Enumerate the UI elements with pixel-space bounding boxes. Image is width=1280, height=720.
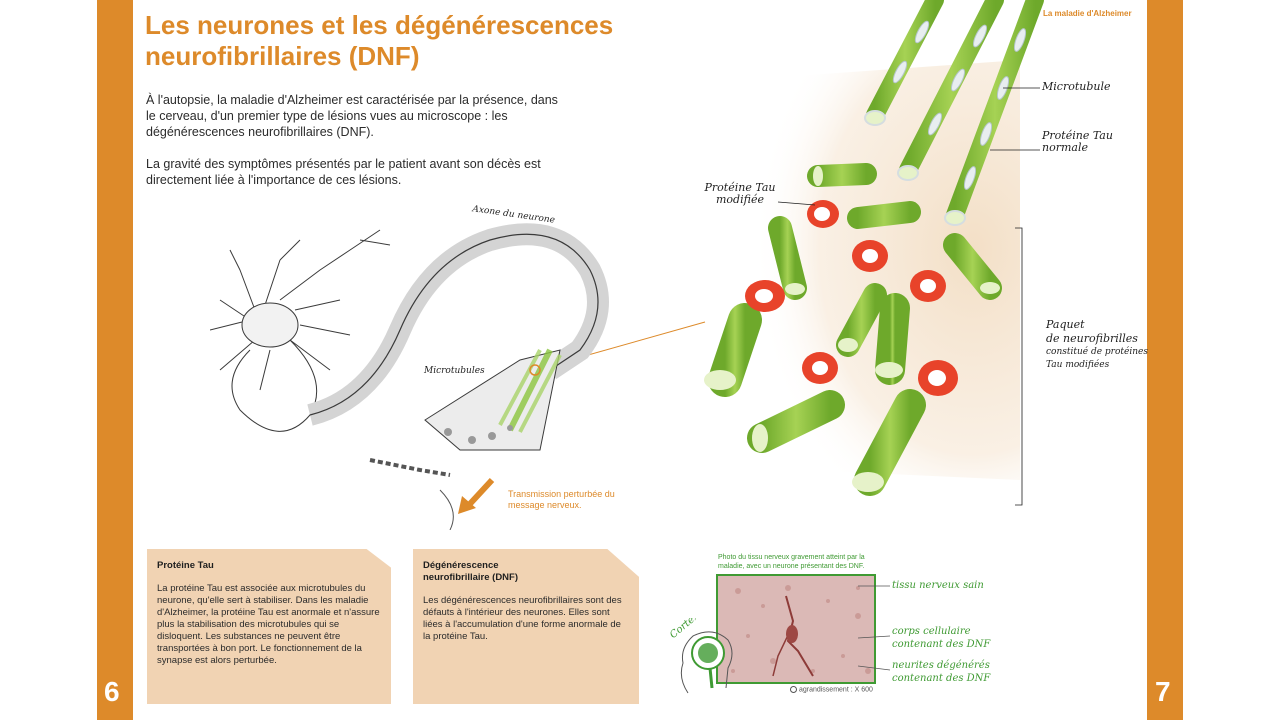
section-tag: La maladie d'Alzheimer bbox=[1043, 9, 1132, 18]
right-page-bar bbox=[1147, 0, 1183, 720]
magnifier-icon bbox=[790, 686, 797, 693]
intro-paragraph-2: La gravité des symptômes présentés par l… bbox=[146, 157, 541, 187]
page-number-left: 6 bbox=[104, 676, 120, 707]
cortex-head-icon: Cortex bbox=[668, 618, 733, 694]
callout-dnf-title: Dégénérescence neurofibrillaire (DNF) bbox=[423, 560, 519, 583]
microtubules-label: Microtubules bbox=[424, 366, 485, 376]
magnification-label: agrandissement : X 600 bbox=[798, 686, 873, 694]
bundle-label-line-1: Paquet bbox=[1046, 318, 1085, 331]
legend-cell-body-line-1: corps cellulaire bbox=[892, 626, 971, 637]
bundle-label-line-4: Tau modifiées bbox=[1046, 360, 1110, 370]
tissue-texture bbox=[718, 576, 874, 682]
tau-normal-label: Protéine Tau normale bbox=[1042, 129, 1113, 154]
bundle-label-line-2: de neurofibrilles bbox=[1046, 332, 1138, 345]
legend-neurites-line-1: neurites dégénérés bbox=[892, 660, 990, 671]
tissue-photo bbox=[716, 574, 876, 684]
callout-tau: Protéine Tau La protéine Tau est associé… bbox=[147, 549, 391, 704]
microtubule-label: Microtubule bbox=[1042, 80, 1111, 93]
legend-healthy: tissu nerveux sain bbox=[892, 580, 984, 591]
callout-tau-title: Protéine Tau bbox=[157, 560, 214, 571]
page-title: Les neurones et les dégénérescences neur… bbox=[145, 10, 614, 71]
intro-text: À l'autopsie, la maladie d'Alzheimer est… bbox=[146, 92, 566, 204]
photo-leader-lines bbox=[858, 585, 891, 671]
photo-caption: Photo du tissu nerveux gravement atteint… bbox=[718, 554, 865, 570]
neuron-illustration bbox=[210, 223, 609, 530]
microtubule-zoom bbox=[704, 0, 1044, 506]
left-page-bar bbox=[97, 0, 133, 720]
magnification-note: agrandissement : X 600 bbox=[790, 686, 873, 693]
legend-cell-body-line-2: contenant des DNF bbox=[892, 639, 991, 650]
callout-dnf-text: Les dégénérescences neurofibrillaires so… bbox=[423, 595, 622, 642]
legend-neurites-line-2: contenant des DNF bbox=[892, 673, 991, 684]
page-number-right: 7 bbox=[1155, 676, 1171, 707]
callout-tau-text: La protéine Tau est associée aux microtu… bbox=[157, 583, 380, 666]
intro-paragraph-1: À l'autopsie, la maladie d'Alzheimer est… bbox=[146, 93, 558, 139]
transmission-label: Transmission perturbée du message nerveu… bbox=[508, 489, 615, 510]
bundle-label-line-3: constitué de protéines bbox=[1046, 347, 1148, 357]
callout-dnf: Dégénérescence neurofibrillaire (DNF) Le… bbox=[413, 549, 639, 704]
cortex-label: Cortex bbox=[668, 618, 701, 641]
tau-modified-label: Protéine Tau modifiée bbox=[704, 181, 776, 206]
